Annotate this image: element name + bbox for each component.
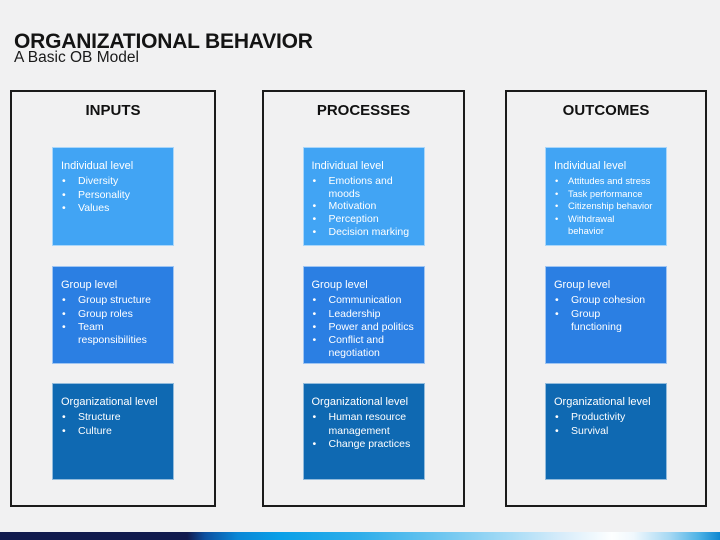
bullet-item: Survival	[554, 425, 664, 438]
bullet-item: Group cohesion	[554, 294, 664, 307]
level-box-organizational: Organizational levelHuman resource manag…	[302, 383, 425, 480]
bullet-item: Change practices	[312, 438, 422, 451]
bullet-list: Group cohesionGroup functioning	[554, 294, 664, 334]
bullet-item: Attitudes and stress	[554, 175, 664, 188]
bullet-list: ProductivitySurvival	[554, 411, 664, 438]
bullet-item: Human resource management	[312, 411, 422, 437]
footer-gradient-bar	[0, 532, 720, 540]
bullet-item: Structure	[61, 411, 171, 424]
level-box-organizational: Organizational levelStructureCulture	[52, 383, 174, 480]
bullet-item: Task performance	[554, 188, 664, 201]
level-box-title: Group level	[554, 279, 611, 291]
bullet-item: Group functioning	[554, 308, 664, 334]
bullet-item: Diversity	[61, 175, 171, 188]
bullet-list: StructureCulture	[61, 411, 171, 438]
level-box-group: Group levelCommunicationLeadershipPower …	[302, 266, 425, 364]
level-box-individual: Individual levelAttitudes and stressTask…	[545, 147, 667, 246]
bullet-item: Productivity	[554, 411, 664, 424]
level-box-individual: Individual levelDiversityPersonalityValu…	[52, 147, 174, 246]
level-box-individual: Individual levelEmotions and moodsMotiva…	[302, 147, 425, 246]
bullet-item: Team responsibilities	[61, 321, 171, 347]
column-inputs: INPUTS Individual levelDiversityPersonali…	[10, 90, 216, 507]
column-outcomes: OUTCOMES Individual levelAttitudes and st…	[505, 90, 707, 507]
bullet-item: Group structure	[61, 294, 171, 307]
bullet-list: Emotions and moodsMotivationPerceptionDe…	[312, 175, 422, 238]
bullet-list: DiversityPersonalityValues	[61, 175, 171, 215]
column-header: OUTCOMES	[562, 102, 650, 119]
level-box-title: Individual level	[554, 160, 627, 172]
bullet-list: Attitudes and stressTask performanceCiti…	[554, 175, 664, 237]
level-box-title: Group level	[311, 279, 368, 291]
page-subtitle: A Basic OB Model	[14, 49, 139, 66]
level-box-group: Group levelGroup structureGroup rolesTea…	[52, 266, 174, 364]
level-box-title: Organizational level	[61, 396, 158, 408]
column-header: INPUTS	[85, 102, 141, 119]
level-box-title: Individual level	[311, 160, 384, 172]
bullet-item: Values	[61, 202, 171, 215]
bullet-item: Motivation	[312, 200, 422, 213]
bullet-item: Withdrawal behavior	[554, 213, 664, 238]
level-box-title: Individual level	[61, 160, 134, 172]
bullet-item: Power and politics	[312, 321, 422, 334]
page-title: ORGANIZATIONAL BEHAVIOR	[14, 30, 313, 54]
bullet-item: Conflict and negotiation	[312, 334, 422, 360]
bullet-item: Emotions and moods	[312, 175, 422, 200]
bullet-item: Personality	[61, 189, 171, 202]
bullet-item: Perception	[312, 213, 422, 226]
bullet-list: Group structureGroup rolesTeam responsib…	[61, 294, 171, 347]
bullet-item: Decision marking	[312, 226, 422, 239]
bullet-item: Communication	[312, 294, 422, 307]
column-processes: PROCESSES Individual levelEmotions and mo…	[262, 90, 465, 507]
level-box-title: Group level	[61, 279, 118, 291]
bullet-item: Culture	[61, 425, 171, 438]
bullet-item: Group roles	[61, 308, 171, 321]
level-box-title: Organizational level	[311, 396, 409, 408]
column-header: PROCESSES	[316, 102, 411, 119]
level-box-organizational: Organizational levelProductivitySurvival	[545, 383, 667, 480]
level-box-group: Group levelGroup cohesionGroup functioni…	[545, 266, 667, 364]
bullet-list: Human resource managementChange practice…	[312, 411, 422, 451]
bullet-list: CommunicationLeadershipPower and politic…	[312, 294, 422, 360]
bullet-item: Leadership	[312, 308, 422, 321]
bullet-item: Citizenship behavior	[554, 200, 664, 213]
level-box-title: Organizational level	[554, 396, 651, 408]
